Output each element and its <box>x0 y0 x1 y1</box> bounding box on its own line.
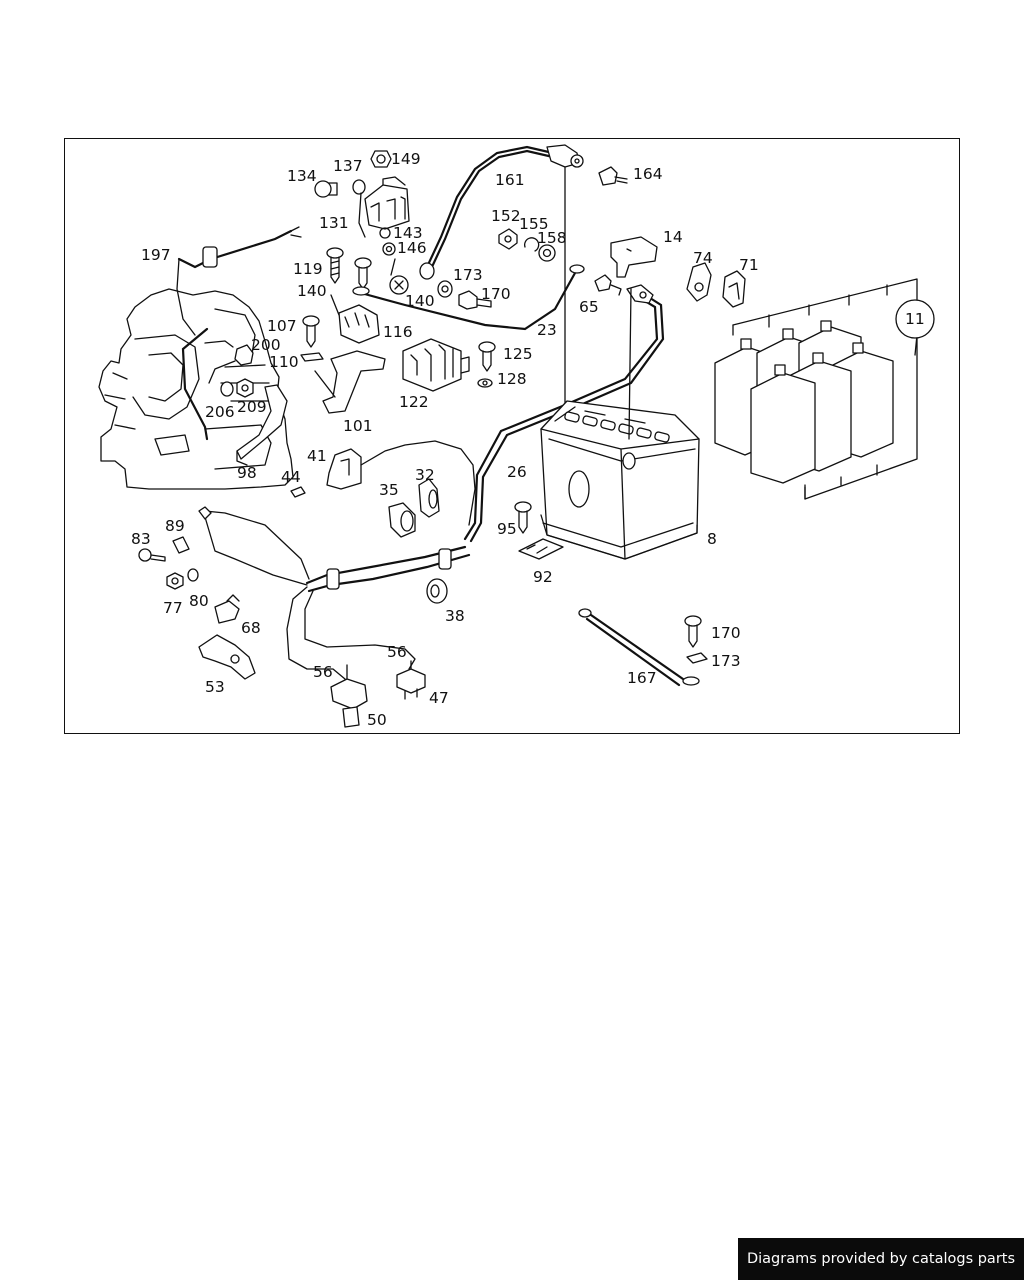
screws-119-140 <box>326 247 409 295</box>
callout-152: 152 <box>491 207 521 225</box>
footer-credit: Diagrams provided by catalogs parts <box>738 1238 1024 1280</box>
callout-11: 11 <box>905 310 925 328</box>
callout-173a: 173 <box>453 266 483 284</box>
callout-50: 50 <box>367 711 387 729</box>
sensor-68-53 <box>198 594 256 680</box>
callout-131: 131 <box>319 214 349 232</box>
callout-170b: 170 <box>711 624 741 642</box>
callout-41: 41 <box>307 447 327 465</box>
part-164 <box>598 166 628 186</box>
callout-8: 8 <box>707 530 717 548</box>
callout-173b: 173 <box>711 652 741 670</box>
harness-197 <box>176 226 302 441</box>
callout-14: 14 <box>663 228 683 246</box>
clamp-65 <box>594 274 622 296</box>
callout-209: 209 <box>237 398 267 416</box>
callout-116: 116 <box>383 323 413 341</box>
parts-diagram-frame: 197 134 137 149 131 143 146 119 140 140 … <box>64 138 960 734</box>
callout-146: 146 <box>397 239 427 257</box>
callout-35: 35 <box>379 481 399 499</box>
callout-137: 137 <box>333 157 363 175</box>
callout-143: 143 <box>393 224 423 242</box>
callout-158: 158 <box>537 229 567 247</box>
callout-206: 206 <box>205 403 235 421</box>
callout-26: 26 <box>507 463 527 481</box>
callout-140a: 140 <box>297 282 327 300</box>
callout-200: 200 <box>251 336 281 354</box>
bolt-170-washer-173 <box>437 280 492 310</box>
nuts-152-155-158 <box>498 228 556 262</box>
part-44 <box>290 486 306 498</box>
callout-119: 119 <box>293 260 323 278</box>
callout-98: 98 <box>237 464 257 482</box>
callout-56a: 56 <box>313 663 333 681</box>
callout-89: 89 <box>165 517 185 535</box>
clips-74-71 <box>686 262 746 308</box>
plate-92 <box>518 538 564 560</box>
callout-170a: 170 <box>481 285 511 303</box>
callout-197: 197 <box>141 246 171 264</box>
callout-161: 161 <box>495 171 525 189</box>
strap-167-group <box>578 608 708 687</box>
callout-labels: 197 134 137 149 131 143 146 119 140 140 … <box>131 150 925 729</box>
sensor-50 <box>330 664 368 728</box>
bracket-98 <box>236 384 288 466</box>
callout-56b: 56 <box>387 643 407 661</box>
callout-circle-11 <box>895 299 935 339</box>
callout-71: 71 <box>739 256 759 274</box>
callout-68: 68 <box>241 619 261 637</box>
grommet-38 <box>426 578 448 604</box>
callout-122: 122 <box>399 393 429 411</box>
relay-116 <box>330 294 380 344</box>
callout-125: 125 <box>503 345 533 363</box>
footer-text: Diagrams provided by catalogs parts <box>746 1251 1016 1267</box>
fusebox-122 <box>402 338 470 392</box>
callout-47: 47 <box>429 689 449 707</box>
bracket-131-group <box>314 150 410 256</box>
sensor-47 <box>396 660 426 700</box>
callout-110: 110 <box>269 353 299 371</box>
callout-134: 134 <box>287 167 317 185</box>
callout-155: 155 <box>519 215 549 233</box>
battery-8 <box>540 288 700 560</box>
callout-167: 167 <box>627 669 657 687</box>
callout-77: 77 <box>163 599 183 617</box>
sensor-200-206-209 <box>204 340 254 398</box>
cell-front-left <box>750 364 816 484</box>
callout-164: 164 <box>633 165 663 183</box>
bolt-125-washer-128 <box>477 341 496 388</box>
bracket-101 <box>314 350 386 414</box>
callout-80: 80 <box>189 592 209 610</box>
bolt-95 <box>514 501 532 534</box>
cell-pack-11 <box>714 278 935 500</box>
parts-diagram: 197 134 137 149 131 143 146 119 140 140 … <box>98 144 935 729</box>
callout-128: 128 <box>497 370 527 388</box>
callout-101: 101 <box>343 417 373 435</box>
callout-74: 74 <box>693 249 713 267</box>
callout-92: 92 <box>533 568 553 586</box>
callout-65: 65 <box>579 298 599 316</box>
cable-23 <box>352 264 585 331</box>
callout-95: 95 <box>497 520 517 538</box>
main-harness <box>198 506 471 680</box>
callout-140b: 140 <box>405 292 435 310</box>
callout-83: 83 <box>131 530 151 548</box>
callout-107: 107 <box>267 317 297 335</box>
block-41 <box>326 440 476 526</box>
bracket-14 <box>610 236 658 278</box>
callout-53: 53 <box>205 678 225 696</box>
small-parts-83-89-77-80 <box>138 536 199 590</box>
engine-block <box>98 288 294 490</box>
bolt-107 <box>300 315 324 362</box>
callout-32: 32 <box>415 466 435 484</box>
callout-38: 38 <box>445 607 465 625</box>
callout-44: 44 <box>281 468 301 486</box>
callout-149: 149 <box>391 150 421 168</box>
callout-23: 23 <box>537 321 557 339</box>
grommets-32-35 <box>388 478 440 538</box>
